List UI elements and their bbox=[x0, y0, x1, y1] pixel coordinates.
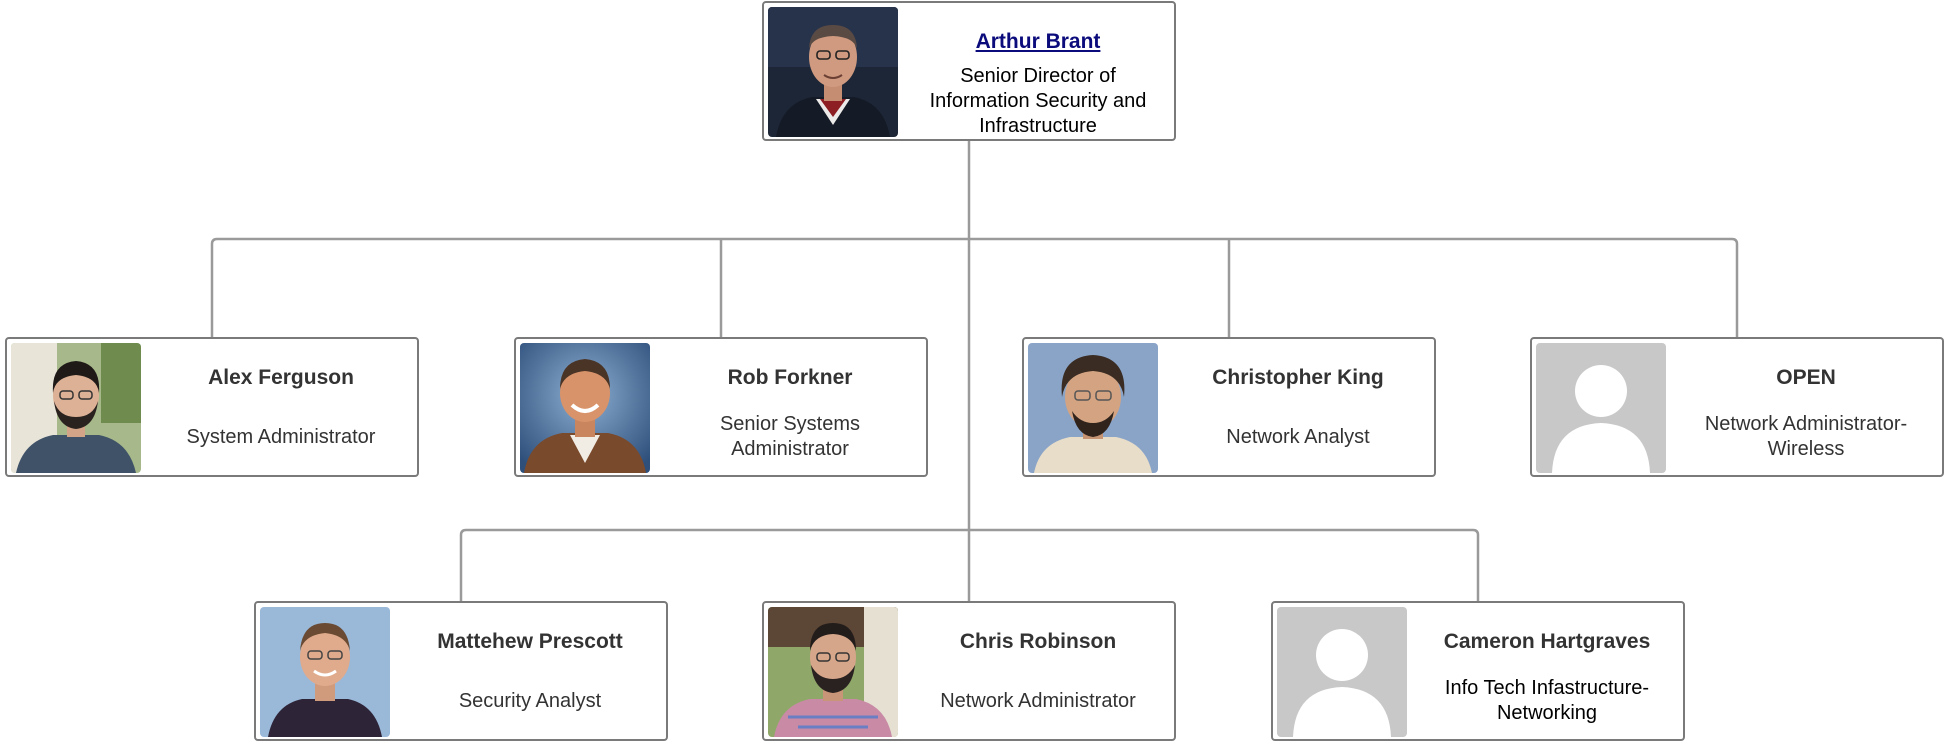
name-rob-forkner: Rob Forkner bbox=[727, 366, 853, 389]
name-chris-robinson: Chris Robinson bbox=[959, 630, 1117, 653]
photo-arthur-brant bbox=[768, 7, 898, 137]
placeholder-avatar-icon bbox=[1536, 343, 1666, 473]
card-alex-ferguson[interactable]: Alex Ferguson System Administrator bbox=[5, 337, 419, 477]
card-mattehew-prescott[interactable]: Mattehew Prescott Security Analyst bbox=[254, 601, 668, 741]
title-rob-forkner: Senior Systems Administrator bbox=[719, 413, 861, 460]
photo-chris-robinson bbox=[768, 607, 898, 737]
title-alex-ferguson: System Administrator bbox=[186, 425, 376, 448]
photo-rob-forkner bbox=[520, 343, 650, 473]
title-mattehew-prescott: Security Analyst bbox=[458, 689, 602, 712]
name-cameron-hartgraves: Cameron Hartgraves bbox=[1443, 630, 1651, 653]
name-open-position: OPEN bbox=[1776, 366, 1836, 389]
title-christopher-king: Network Analyst bbox=[1226, 425, 1370, 448]
card-arthur-brant[interactable]: Arthur Brant Senior Director of Informat… bbox=[762, 1, 1176, 141]
name-arthur-brant[interactable]: Arthur Brant bbox=[975, 30, 1101, 53]
card-chris-robinson[interactable]: Chris Robinson Network Administrator bbox=[762, 601, 1176, 741]
name-mattehew-prescott: Mattehew Prescott bbox=[437, 630, 623, 653]
name-christopher-king: Christopher King bbox=[1212, 366, 1384, 389]
photo-mattehew-prescott bbox=[260, 607, 390, 737]
card-cameron-hartgraves[interactable]: Cameron Hartgraves Info Tech Infastructu… bbox=[1271, 601, 1685, 741]
title-chris-robinson: Network Administrator bbox=[940, 689, 1136, 712]
placeholder-avatar-icon bbox=[1277, 607, 1407, 737]
title-arthur-brant: Senior Director of Information Security … bbox=[929, 64, 1147, 137]
card-rob-forkner[interactable]: Rob Forkner Senior Systems Administrator bbox=[514, 337, 928, 477]
card-open-position[interactable]: OPEN Network Administrator-Wireless bbox=[1530, 337, 1944, 477]
title-open-position: Network Administrator-Wireless bbox=[1704, 413, 1908, 460]
card-christopher-king[interactable]: Christopher King Network Analyst bbox=[1022, 337, 1436, 477]
photo-alex-ferguson bbox=[11, 343, 141, 473]
title-cameron-hartgraves: Info Tech Infastructure-Networking bbox=[1444, 677, 1650, 724]
connector-row1-bar bbox=[210, 237, 1739, 337]
name-alex-ferguson: Alex Ferguson bbox=[208, 366, 354, 389]
photo-christopher-king bbox=[1028, 343, 1158, 473]
